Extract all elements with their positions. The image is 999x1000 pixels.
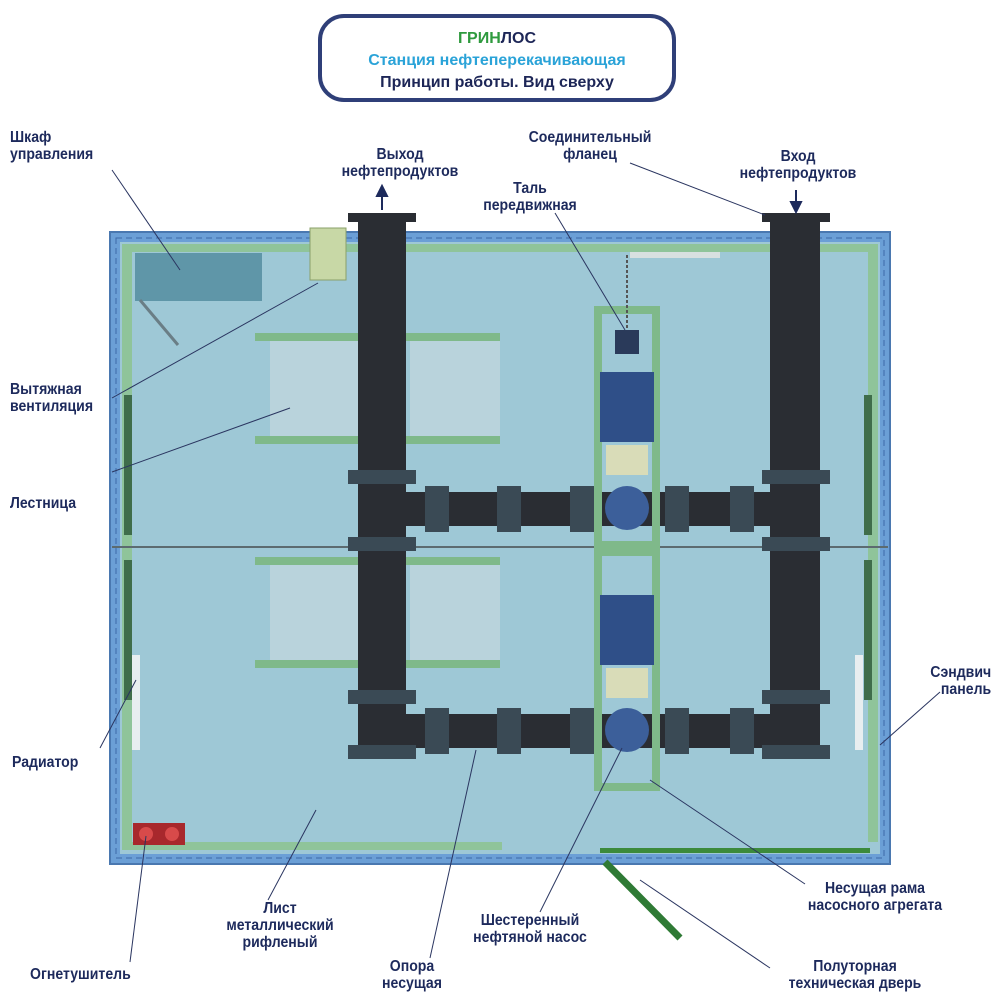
hoist <box>615 330 639 354</box>
label-extinguisher: Огнетушитель <box>30 966 131 983</box>
stairs <box>255 333 500 668</box>
leader-lines <box>99 162 941 969</box>
description: Принцип работы. Вид сверху <box>380 74 614 91</box>
technical-door <box>602 859 683 941</box>
radiator <box>132 655 140 750</box>
fire-extinguisher <box>133 823 185 845</box>
pipelines <box>348 213 830 759</box>
subtitle: Станция нефтеперекачивающая <box>368 52 626 69</box>
gear-pump <box>600 372 654 752</box>
control-cabinet <box>135 253 262 301</box>
exhaust-ventilation <box>309 227 347 281</box>
label-stairs: Лестница <box>10 495 77 512</box>
label-radiator: Радиатор <box>12 754 79 771</box>
brand-dark: ЛОС <box>500 30 537 47</box>
brand-green: ГРИН <box>457 30 501 47</box>
title-box: ГРИНЛОС Станция нефтеперекачивающая Прин… <box>318 14 676 102</box>
